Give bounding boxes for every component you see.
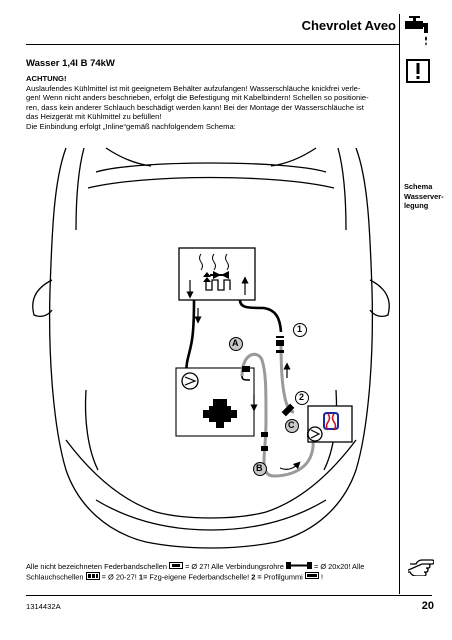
legend-text-2g: !: [320, 572, 324, 582]
legend-text-2b: = Ø 20-27!: [101, 572, 137, 582]
page-title: Chevrolet Aveo: [301, 18, 396, 33]
sidebar-label-line-3: legung: [404, 201, 429, 210]
profile-rubber: [281, 403, 295, 417]
legend-text-2c: 1=: [138, 572, 148, 582]
clamp-legend-line-2: Schlauchschellen = Ø 20-27! 1= Fzg-eigen…: [26, 571, 398, 583]
car-outline: [32, 147, 390, 549]
callout-a-label: A: [232, 338, 239, 348]
profile-rubber-icon: [304, 572, 319, 582]
connector-pipe-icon: [285, 562, 312, 572]
engine-compartment: [175, 367, 255, 437]
callout-2-label: 2: [299, 392, 305, 402]
legend-text-1b: = Ø 27! Alle Verbindungsrohre: [185, 562, 284, 571]
legend-text-2e: 2 =: [251, 572, 262, 582]
warning-line-1: Auslaufendes Kühlmittel ist mit geeignet…: [26, 83, 361, 93]
clamp-legend-line-1: Alle nicht bezeichneten Federbandschelle…: [26, 562, 398, 572]
callout-c-label: C: [288, 420, 295, 430]
section-heading: Wasser 1,4l B 74kW: [26, 58, 115, 69]
callout-b: [253, 462, 267, 476]
legend-text-1c: = Ø 20x20! Alle: [314, 562, 365, 571]
coolant-tap-icon: [403, 14, 433, 46]
legend-text-2a: Schlauchschellen: [26, 572, 84, 582]
page-number: 20: [421, 600, 434, 612]
legend-text-1a: Alle nicht bezeichneten Federbandschelle…: [26, 562, 167, 571]
warning-line-2: gen! Wenn nicht anders beschrieben, erfo…: [26, 93, 369, 103]
legend-text-2d: Fzg-eigene Federbandschelle!: [149, 572, 250, 582]
warning-icon: [406, 59, 430, 83]
callout-c: [285, 419, 299, 433]
callout-2: [295, 391, 309, 405]
callout-b-label: B: [256, 463, 263, 473]
document-number: 1314432A: [26, 602, 61, 611]
pointing-hand-icon: [403, 558, 435, 577]
warning-text: ACHTUNG! Auslaufendes Kühlmittel ist mit…: [26, 74, 398, 132]
warning-line-4: das Heizgerät mit Kühlmittel zu befüllen…: [26, 112, 162, 122]
callout-a: [229, 337, 243, 351]
water-routing-diagram: A B C 1 2: [26, 140, 398, 560]
sidebar-divider: [399, 14, 400, 594]
callout-1: [293, 323, 307, 337]
heater-core: [178, 247, 256, 301]
sidebar-label-line-2: Wasserver-: [404, 191, 444, 201]
header-rule: [26, 44, 400, 45]
clamp-legend: Alle nicht bezeichneten Federbandschelle…: [26, 562, 398, 583]
callout-1-label: 1: [297, 324, 303, 334]
spring-clamp-icon: [169, 562, 183, 572]
legend-text-2f: Profilgummi: [263, 572, 303, 582]
auxiliary-heater: [307, 405, 353, 443]
warning-line-3: ren, dass kein anderer Schlauch beschädi…: [26, 102, 364, 112]
warning-title: ACHTUNG!: [26, 74, 67, 83]
footer-rule: [26, 595, 432, 596]
sidebar-schema-label: Schema Wasserver- legung: [404, 182, 450, 211]
sidebar-label-line-1: Schema: [404, 182, 433, 191]
hose-clamp-icon: [85, 571, 100, 583]
warning-line-5: Die Einbindung erfolgt „Inline“gemäß nac…: [26, 121, 236, 131]
